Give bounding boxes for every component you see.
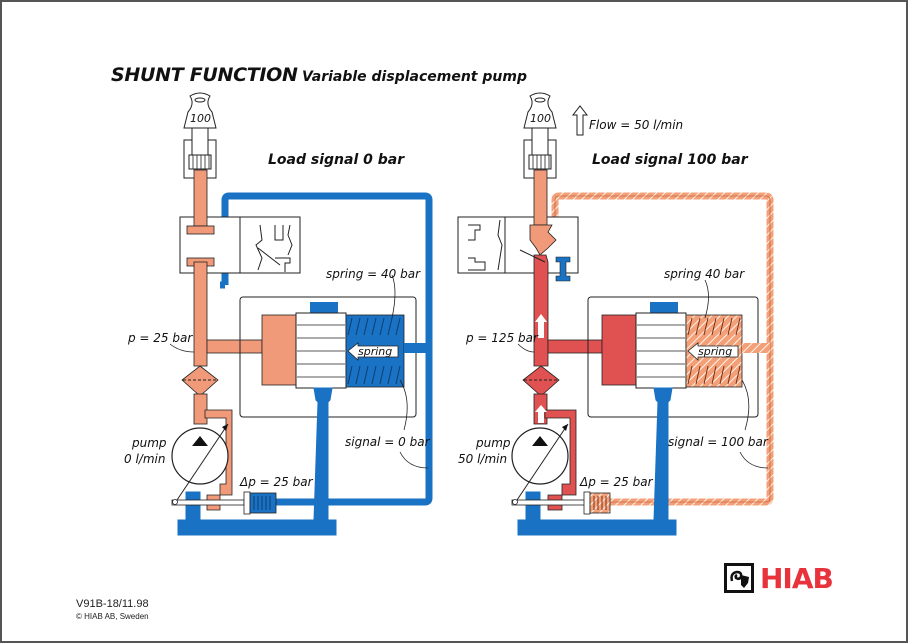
spring-arrow-label-left: spring <box>358 345 393 358</box>
pressure-label-left: p = 25 bar <box>128 331 193 345</box>
pump-label-left-line1: pump <box>132 436 167 450</box>
pressure-line-left <box>181 169 303 511</box>
document-code: V91B-18/11.98 <box>76 598 149 610</box>
pressure-line-right <box>522 254 643 511</box>
spring-arrow-label-right: spring <box>698 345 733 358</box>
signal-line-left <box>221 192 433 506</box>
spring-label-left: spring = 40 bar <box>326 267 421 281</box>
hiab-logo: HIAB <box>724 561 834 595</box>
signal-label-right: signal = 100 bar <box>668 435 768 449</box>
delta-p-label-left: Δp = 25 bar <box>240 475 313 489</box>
pump-label-right-line1: pump <box>476 436 511 450</box>
control-valve-right <box>457 216 579 274</box>
panel-right <box>457 92 774 536</box>
panel-left <box>169 92 433 536</box>
dp-spring-right <box>589 492 611 514</box>
shunt-housing-right <box>587 296 759 418</box>
panel-left-heading: Load signal 0 bar <box>268 152 405 168</box>
flow-label: Flow = 50 l/min <box>589 118 684 132</box>
shunt-piston-right <box>635 312 687 389</box>
flow-arrow-icon <box>571 105 589 136</box>
tank-return-right <box>517 387 677 536</box>
spring-label-right: spring 40 bar <box>664 267 745 281</box>
signal-label-left: signal = 0 bar <box>345 435 430 449</box>
lever-right <box>523 92 557 179</box>
pump-left <box>171 427 229 485</box>
panel-right-heading: Load signal 100 bar <box>592 152 748 168</box>
lever-left <box>183 92 217 179</box>
pump-label-right-line2: 50 l/min <box>458 452 508 466</box>
copyright: © HIAB AB, Sweden <box>76 612 149 621</box>
page-title: SHUNT FUNCTION <box>111 64 298 86</box>
ram-head-icon <box>724 563 754 593</box>
pressure-label-right: p = 125 bar <box>466 331 538 345</box>
spring-arrow-right <box>687 342 739 361</box>
lever-left-value: 100 <box>190 112 211 125</box>
spring-arrow-left <box>347 342 399 361</box>
pump-right <box>511 427 569 485</box>
delta-p-label-right: Δp = 25 bar <box>580 475 653 489</box>
page-subtitle: Variable displacement pump <box>302 69 527 85</box>
pump-label-left-line2: 0 l/min <box>124 452 166 466</box>
lever-right-value: 100 <box>530 112 551 125</box>
tank-return-left <box>177 387 337 536</box>
shunt-piston-left <box>295 312 347 389</box>
brand-name: HIAB <box>760 561 834 595</box>
